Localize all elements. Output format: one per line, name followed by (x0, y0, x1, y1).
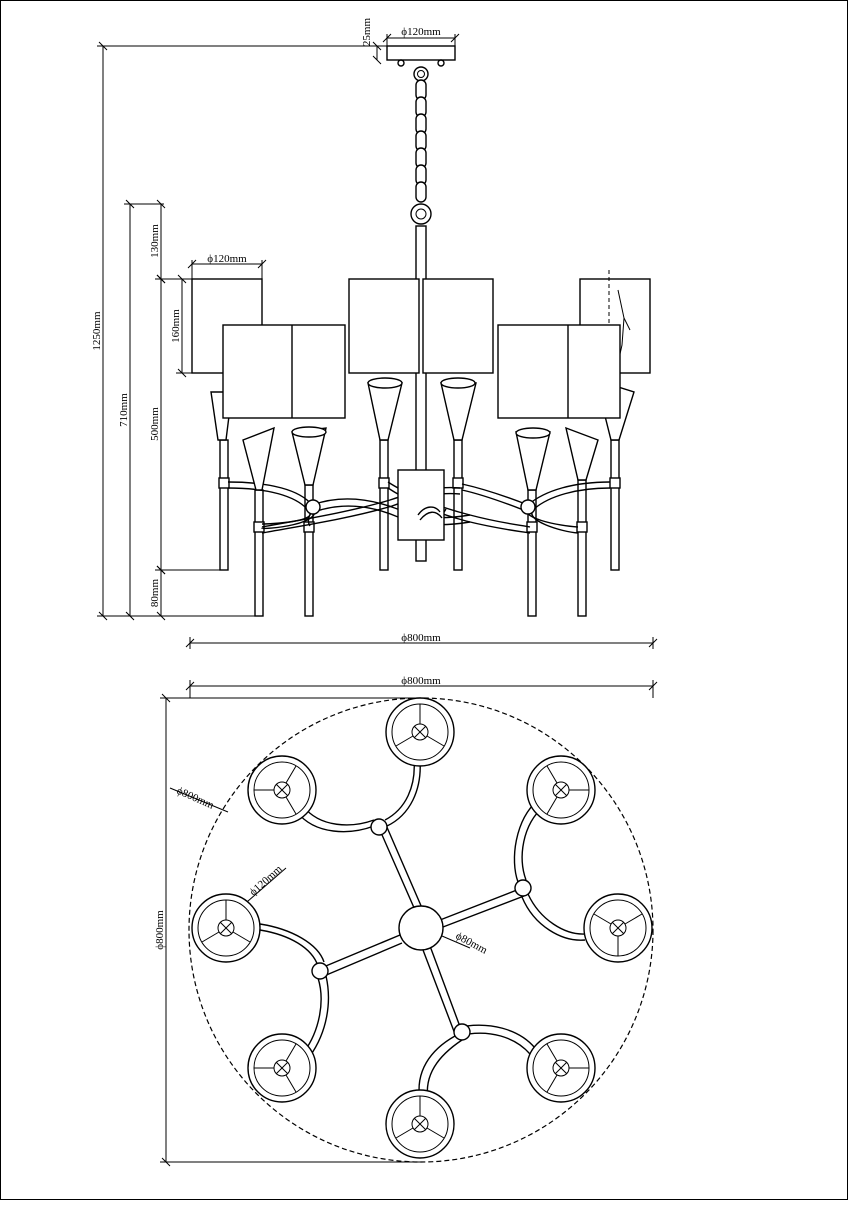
side-view (191, 45, 651, 617)
diagonal-diameter-label: ϕ800mm (175, 785, 216, 812)
canopy-height-label: 25mm (361, 18, 373, 47)
top-view: ϕ800mm ϕ800mm ϕ800mm ϕ120mm ϕ80mm (154, 675, 658, 1167)
fixture-height-label: 710mm (118, 393, 130, 427)
shade-diameter-label: ϕ120mm (207, 253, 247, 265)
bottom-extension-label: 80mm (149, 579, 161, 608)
shade-height-label: 160mm (170, 309, 182, 343)
shade-top-3 (526, 755, 596, 825)
shade-top-8 (385, 1089, 455, 1159)
side-dimensions: ϕ120mm 25mm ϕ120mm 1250mm 710mm 130mm 16… (91, 18, 658, 649)
shade-top-2 (247, 755, 317, 825)
spokes (320, 824, 525, 1035)
canopy-diameter-label: ϕ120mm (401, 26, 441, 38)
side-total-width-label: ϕ800mm (401, 632, 441, 644)
shade-top-1 (385, 697, 455, 767)
shade-top-6 (247, 1033, 317, 1103)
shade-top-5 (583, 893, 653, 963)
body-height-label: 500mm (149, 407, 161, 441)
vertical-diameter-label: ϕ800mm (154, 910, 166, 950)
top-shade-diameter-label: ϕ120mm (247, 863, 285, 899)
center-rod (415, 225, 427, 562)
shade-top-7 (526, 1033, 596, 1103)
front-shades (222, 324, 621, 419)
hub-diameter-label: ϕ80mm (454, 930, 490, 957)
chain (410, 79, 432, 225)
overall-height-label: 1250mm (91, 311, 103, 351)
canopy (386, 45, 456, 82)
center-body (397, 469, 445, 541)
top-rod-height-label: 130mm (149, 224, 161, 258)
shade-top-4 (191, 893, 261, 963)
center-shades (348, 278, 494, 374)
top-total-width-label: ϕ800mm (401, 675, 441, 687)
hub (398, 905, 444, 951)
